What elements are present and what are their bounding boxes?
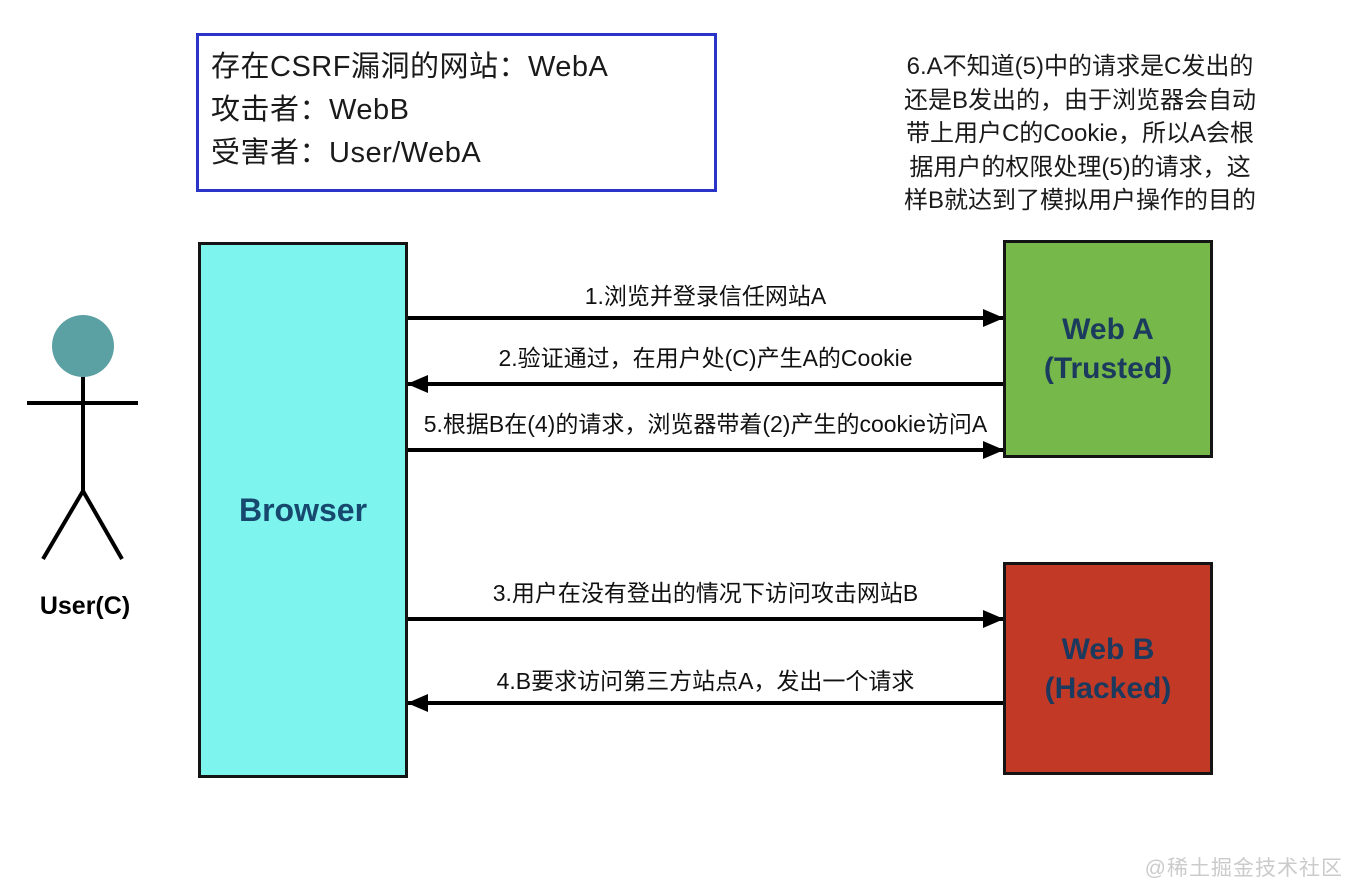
web-a-node: Web A (Trusted) — [1003, 240, 1213, 458]
arrow-head-left-icon — [407, 694, 428, 712]
user-stick-figure-icon — [27, 315, 138, 561]
note-step-6: 6.A不知道(5)中的请求是C发出的 还是B发出的，由于浏览器会自动 带上用户C… — [880, 50, 1280, 218]
legend-line-vulnerable-site: 存在CSRF漏洞的网站：WebA — [211, 51, 609, 83]
legend-line-attacker: 攻击者：WebB — [211, 94, 410, 126]
web-b-title: Web B — [1061, 632, 1155, 666]
arrow-step-1 — [408, 309, 1004, 327]
arrow-label-step-3: 3.用户在没有登出的情况下访问攻击网站B — [492, 580, 919, 606]
legend-line-victim: 受害者：User/WebA — [211, 137, 482, 169]
arrow-step-4 — [407, 694, 1003, 712]
watermark: @稀土掘金技术社区 — [1144, 857, 1343, 880]
arrow-label-step-4: 4.B要求访问第三方站点A，发出一个请求 — [496, 668, 915, 694]
browser-label: Browser — [238, 491, 368, 528]
arrow-head-right-icon — [983, 441, 1004, 459]
note-line: 还是B发出的，由于浏览器会自动 — [903, 86, 1256, 114]
arrow-shaft — [408, 448, 1003, 452]
browser-node: Browser — [198, 242, 408, 778]
arrow-shaft — [408, 316, 1003, 320]
web-b-node: Web B (Hacked) — [1003, 562, 1213, 775]
arrow-step-5 — [408, 441, 1004, 459]
arrow-head-right-icon — [983, 309, 1004, 327]
arrow-head-right-icon — [983, 610, 1004, 628]
arrow-shaft — [408, 382, 1003, 386]
web-a-subtitle: (Trusted) — [1043, 352, 1173, 385]
web-a-title: Web A — [1062, 313, 1154, 346]
arrow-label-step-1: 1.浏览并登录信任网站A — [584, 283, 827, 309]
arrow-step-3 — [408, 610, 1004, 628]
user-label: User(C) — [39, 592, 131, 620]
note-line: 据用户的权限处理(5)的请求，这 — [909, 153, 1251, 181]
arrow-shaft — [408, 617, 1003, 621]
arrow-label-step-2: 2.验证通过，在用户处(C)产生A的Cookie — [498, 345, 913, 371]
arrow-head-left-icon — [407, 375, 428, 393]
note-line: 带上用户C的Cookie，所以A会根 — [905, 120, 1255, 147]
note-line: 6.A不知道(5)中的请求是C发出的 — [906, 53, 1254, 80]
arrow-shaft — [408, 701, 1003, 705]
legend-box: 存在CSRF漏洞的网站：WebA 攻击者：WebB 受害者：User/WebA — [196, 33, 717, 192]
web-b-subtitle: (Hacked) — [1044, 671, 1172, 705]
arrow-step-2 — [407, 375, 1003, 393]
note-line: 样B就达到了模拟用户操作的目的 — [903, 187, 1256, 214]
arrow-label-step-5: 5.根据B在(4)的请求，浏览器带着(2)产生的cookie访问A — [423, 411, 988, 437]
